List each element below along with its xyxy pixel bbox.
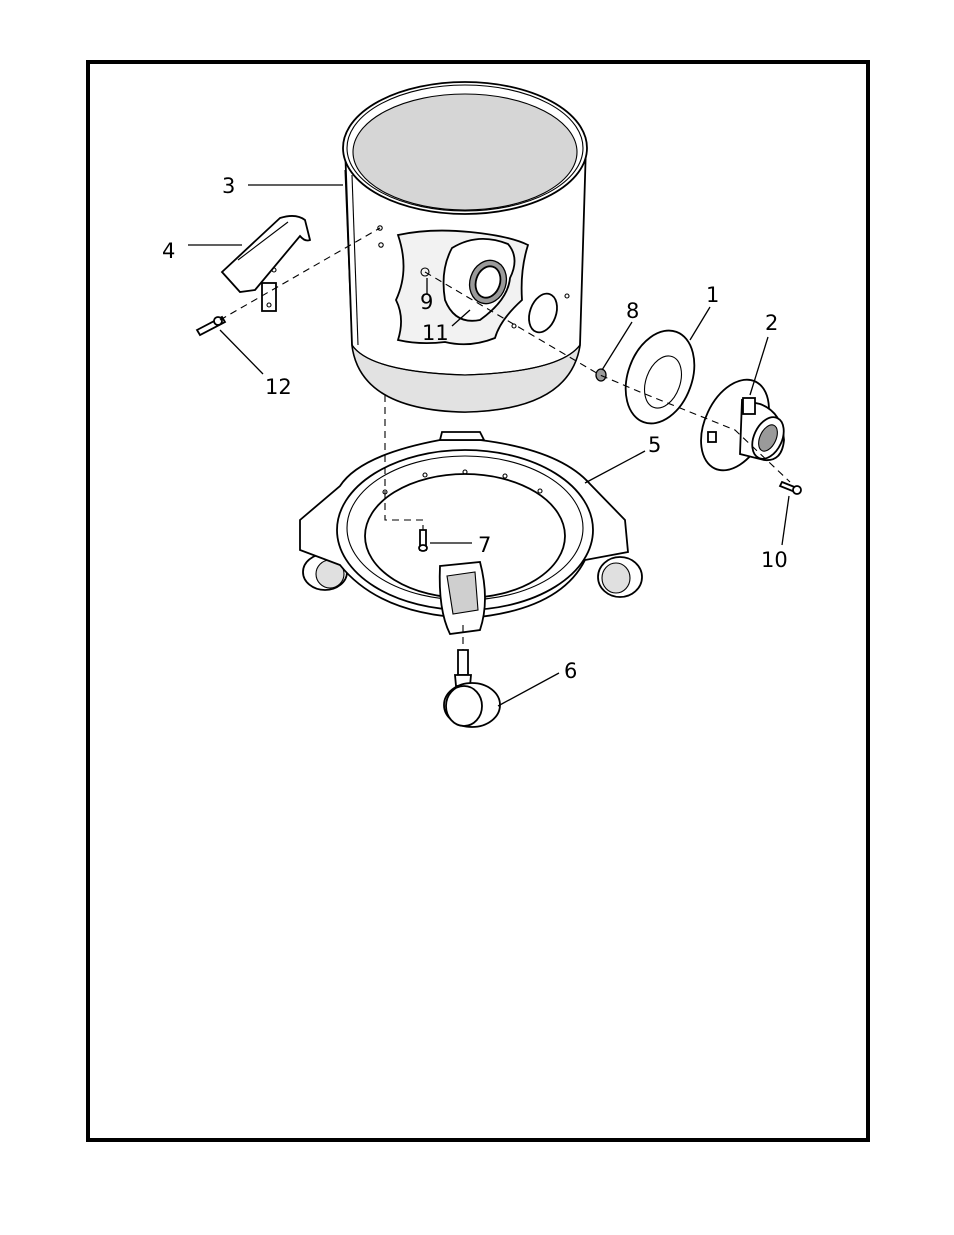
nut <box>596 369 606 381</box>
base-screw <box>419 530 427 551</box>
callout-6: 6 <box>564 659 577 683</box>
callout-10: 10 <box>761 548 788 572</box>
callout-12: 12 <box>265 375 292 399</box>
callout-3: 3 <box>222 174 235 198</box>
callout-9: 9 <box>420 290 433 314</box>
callout-1: 1 <box>706 283 719 307</box>
callout-2: 2 <box>765 311 778 335</box>
callout-11: 11 <box>422 321 449 345</box>
caster-wheel <box>444 650 500 727</box>
drum-tank <box>343 82 587 412</box>
callout-8: 8 <box>626 299 639 323</box>
callout-4: 4 <box>162 239 175 263</box>
callout-7: 7 <box>478 533 491 557</box>
dolly-base <box>300 432 642 634</box>
gasket-ring <box>614 321 707 433</box>
screw <box>780 482 801 494</box>
inlet-adapter <box>688 369 790 481</box>
latch-clamp <box>222 216 310 311</box>
callout-5: 5 <box>648 433 661 457</box>
